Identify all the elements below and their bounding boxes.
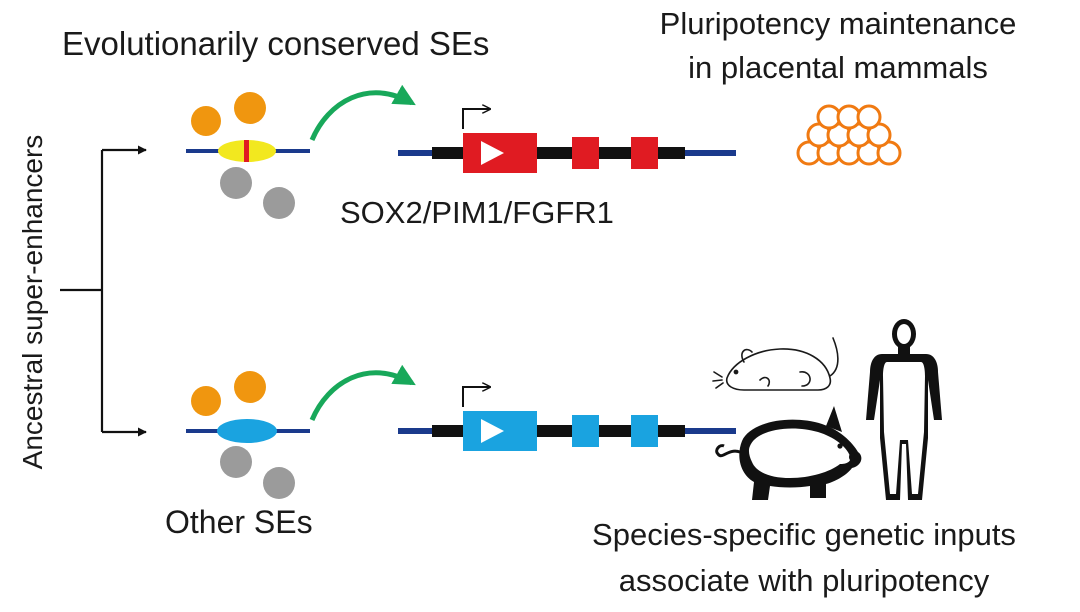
other-ses-title: Other SEs — [165, 504, 313, 540]
transcription-factor-orange — [234, 371, 266, 403]
transcription-factor-orange — [191, 386, 221, 416]
cofactor-gray — [263, 467, 295, 499]
transcription-factor-orange — [234, 92, 266, 124]
cofactor-gray — [220, 446, 252, 478]
tss-arrow-icon — [462, 109, 490, 129]
cofactor-gray — [220, 167, 252, 199]
activation-arrow-top — [309, 84, 416, 141]
cofactor-gray — [263, 187, 295, 219]
branch-bracket — [60, 145, 147, 437]
exon — [631, 137, 658, 169]
promoter-play-icon — [481, 141, 504, 165]
exon — [631, 415, 658, 447]
species-title-line1: Species-specific genetic inputs — [592, 517, 1016, 552]
tss-arrow-icon — [462, 387, 490, 407]
exon — [572, 415, 599, 447]
side-label: Ancestral super-enhancers — [17, 135, 48, 470]
species-title-line2: associate with pluripotency — [619, 563, 990, 598]
transcription-factor-orange — [191, 106, 221, 136]
other-target-gene — [398, 387, 736, 451]
pluripotency-title-line1: Pluripotency maintenance — [660, 6, 1017, 41]
conserved-target-gene — [398, 109, 736, 173]
other-enhancer — [217, 419, 277, 443]
conserved-enhancer-locus — [186, 92, 310, 219]
human-silhouette-icon — [866, 319, 942, 500]
other-enhancer-locus — [186, 371, 310, 499]
exon — [572, 137, 599, 169]
conserved-ses-title: Evolutionarily conserved SEs — [62, 25, 489, 62]
conserved-motif-mark — [244, 140, 249, 162]
activation-arrow-bottom — [309, 364, 416, 421]
pluripotency-title-line2: in placental mammals — [688, 50, 988, 85]
pig-icon — [715, 406, 862, 500]
promoter-play-icon — [481, 419, 504, 443]
pluripotent-cell-cluster-icon — [796, 104, 902, 166]
mouse-icon — [712, 337, 839, 391]
gene-names-label: SOX2/PIM1/FGFR1 — [340, 195, 614, 230]
